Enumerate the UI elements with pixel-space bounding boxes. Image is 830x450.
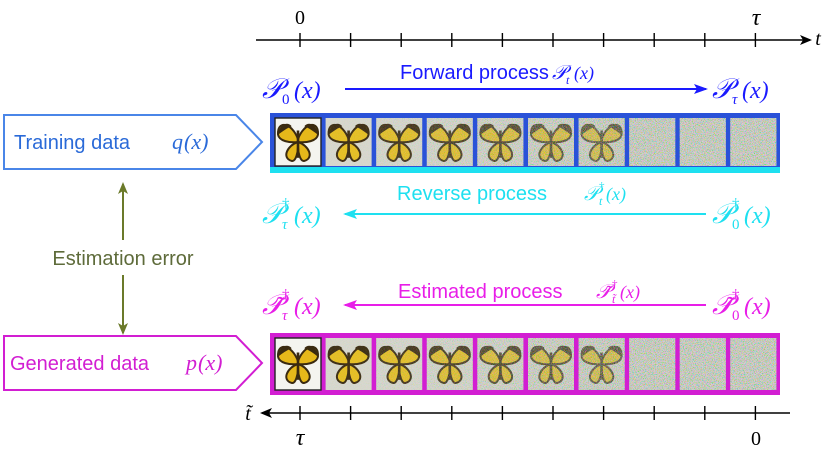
- image-frame: [426, 118, 473, 166]
- svg-text:τ: τ: [282, 217, 288, 233]
- svg-text:(x): (x): [742, 78, 769, 104]
- svg-text:†: †: [612, 278, 618, 290]
- svg-text:0: 0: [732, 217, 740, 233]
- training-data-fn: q: [172, 129, 183, 154]
- training-frames: [274, 117, 777, 167]
- generated-frames: [274, 337, 777, 391]
- bottom-time-axis: τ 0 t̃: [245, 403, 790, 450]
- generated-data-box: Generated data p (x): [3, 335, 264, 391]
- svg-text:0: 0: [282, 92, 290, 108]
- image-frame: [528, 118, 574, 166]
- svg-text:†: †: [599, 180, 605, 192]
- image-frame: [730, 118, 777, 166]
- svg-text:t̃: t̃: [612, 292, 617, 306]
- svg-text:(x): (x): [294, 294, 321, 320]
- svg-text:(x): (x): [294, 203, 321, 229]
- svg-text:0: 0: [732, 308, 740, 324]
- training-image-strip: [270, 113, 780, 173]
- reverse-left-symbol: 𝒫 † τ (x): [262, 196, 321, 233]
- estimation-error: Estimation error: [52, 182, 194, 335]
- image-frame: [528, 338, 574, 390]
- svg-text:†: †: [282, 287, 290, 303]
- svg-text:(x): (x): [294, 78, 321, 104]
- reverse-process-row: 𝒫 † τ (x) Reverse process 𝒫 † t (x) 𝒫 † …: [262, 180, 771, 233]
- generated-data-label: Generated data: [10, 353, 150, 375]
- reverse-process-label: Reverse process 𝒫 † t (x): [397, 180, 626, 208]
- training-data-label: Training data: [14, 132, 131, 154]
- svg-text:τ: τ: [282, 308, 288, 324]
- forward-right-symbol: 𝒫 τ (x): [712, 74, 769, 108]
- generated-data-arg: (x): [198, 350, 222, 375]
- svg-text:(x): (x): [744, 203, 771, 229]
- bottom-axis-ticks: [299, 406, 757, 420]
- bottom-axis-end-label: 0: [751, 428, 761, 450]
- estimated-process-label: Estimated process 𝒫̃ † t̃ (x): [398, 278, 640, 306]
- image-frame: [376, 118, 423, 166]
- butterfly-icon: [277, 123, 319, 162]
- bottom-axis-start-label: τ: [296, 425, 306, 450]
- svg-text:Reverse process: Reverse process: [397, 183, 547, 205]
- svg-text:(x): (x): [606, 184, 626, 205]
- svg-text:(x): (x): [620, 282, 640, 303]
- svg-text:(x): (x): [574, 63, 594, 84]
- svg-text:†: †: [282, 196, 290, 212]
- bottom-axis-variable: t̃: [245, 403, 253, 425]
- svg-text:τ: τ: [732, 92, 738, 108]
- training-data-arg: (x): [184, 129, 208, 154]
- image-frame: [629, 338, 676, 390]
- svg-text:Estimated process: Estimated process: [398, 281, 563, 303]
- image-frame: [426, 338, 473, 390]
- image-frame: [679, 118, 726, 166]
- image-frame: [274, 117, 322, 167]
- svg-text:Forward process: Forward process: [400, 62, 549, 84]
- image-frame: [578, 338, 625, 390]
- estimated-process-row: 𝒫̃ † τ (x) Estimated process 𝒫̃ † t̃ (x)…: [262, 278, 771, 324]
- svg-text:†: †: [732, 196, 740, 212]
- image-frame: [274, 337, 322, 391]
- generated-data-fn: p: [184, 350, 197, 375]
- image-frame: [325, 118, 372, 166]
- svg-text:†: †: [732, 287, 740, 303]
- image-frame: [477, 118, 524, 166]
- image-frame: [376, 338, 423, 390]
- forward-process-label: Forward process 𝒫 t (x): [400, 62, 594, 87]
- svg-text:t: t: [566, 73, 570, 87]
- top-axis-end-label: τ: [752, 5, 762, 31]
- image-frame: [477, 338, 524, 390]
- butterfly-icon: [277, 345, 319, 384]
- training-data-box: Training data q (x): [3, 114, 264, 170]
- svg-text:t: t: [599, 194, 603, 208]
- top-axis-start-label: 0: [295, 7, 305, 29]
- top-axis-ticks: [299, 33, 757, 47]
- estimation-error-label: Estimation error: [52, 248, 193, 270]
- top-time-axis: 0 τ t: [256, 5, 821, 50]
- image-frame: [325, 338, 372, 390]
- top-axis-variable: t: [815, 28, 821, 50]
- estimated-left-symbol: 𝒫̃ † τ (x): [262, 287, 321, 324]
- reverse-right-symbol: 𝒫 † 0 (x): [712, 196, 771, 233]
- generated-image-strip: [270, 333, 780, 395]
- forward-process-row: 𝒫 0 (x) Forward process 𝒫 t (x) 𝒫 τ (x): [262, 62, 769, 108]
- estimated-right-symbol: 𝒫̃ † 0 (x): [712, 287, 771, 324]
- svg-text:(x): (x): [744, 294, 771, 320]
- forward-left-symbol: 𝒫 0 (x): [262, 74, 321, 108]
- image-frame: [730, 338, 777, 390]
- image-frame: [629, 118, 676, 166]
- image-frame: [679, 338, 726, 390]
- image-frame: [578, 118, 625, 166]
